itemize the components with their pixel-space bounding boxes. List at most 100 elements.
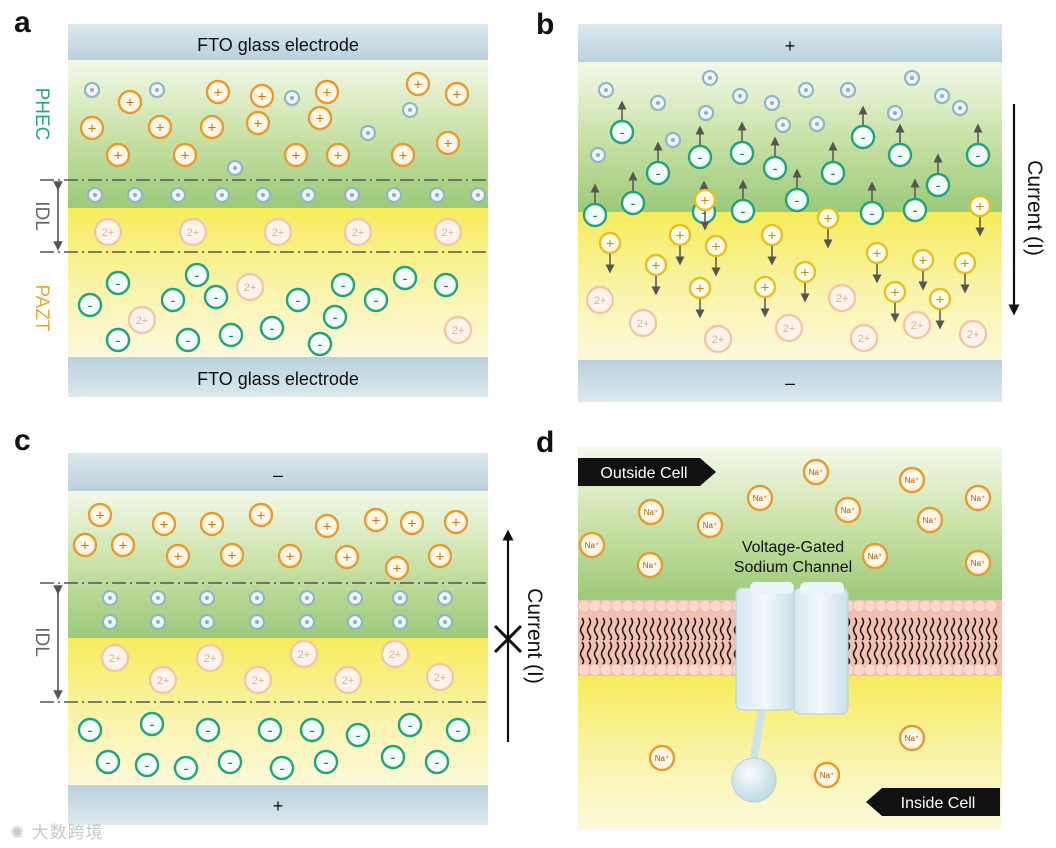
neutral-ion xyxy=(731,87,749,105)
cation-ion: + xyxy=(314,513,340,539)
svg-text:-: - xyxy=(318,336,323,353)
svg-text:Na⁺: Na⁺ xyxy=(753,494,767,503)
ycation-ion: + xyxy=(968,194,992,237)
svg-text:-: - xyxy=(620,124,625,141)
svg-text:+: + xyxy=(919,252,928,269)
neutral-ion xyxy=(839,81,857,99)
neutral-ion xyxy=(774,116,792,134)
svg-text:-: - xyxy=(913,202,918,219)
positive-electrode-label: + xyxy=(273,796,284,816)
panel-a-ions: +++++++++++++++++2+2+2+2+2+2+2+2+-------… xyxy=(77,71,487,357)
svg-text:+: + xyxy=(399,147,408,164)
neutral-ion xyxy=(248,613,266,631)
ycation-ion: + xyxy=(753,275,777,318)
svg-text:Na⁺: Na⁺ xyxy=(820,771,834,780)
panel-c: – + IDL Current (I) ++++++++++++++++2+2+… xyxy=(31,453,546,825)
neutral-ion xyxy=(391,613,409,631)
cation-ion: + xyxy=(249,83,275,109)
cation-ion: + xyxy=(435,130,461,156)
svg-text:+: + xyxy=(976,198,985,215)
sodium-ion: Na⁺ xyxy=(802,458,830,486)
cation-ion: + xyxy=(443,509,469,535)
divalent-ion: 2+ xyxy=(902,310,932,340)
neutral-ion xyxy=(254,186,272,204)
top-electrode xyxy=(68,453,488,491)
neutral-ion xyxy=(346,589,364,607)
svg-text:-: - xyxy=(356,727,361,744)
svg-text:-: - xyxy=(374,292,379,309)
neutral-ion xyxy=(213,186,231,204)
divalent-ion: 2+ xyxy=(343,217,373,247)
sodium-channel-icon xyxy=(731,582,849,803)
svg-text:-: - xyxy=(773,160,778,177)
bottom-electrode xyxy=(68,785,488,825)
svg-text:-: - xyxy=(228,754,233,771)
neutral-ion xyxy=(428,186,446,204)
svg-text:-: - xyxy=(106,754,111,771)
neutral-ion xyxy=(436,589,454,607)
ycation-ion: + xyxy=(644,253,668,296)
anion-ion: - xyxy=(203,284,229,310)
svg-text:+: + xyxy=(824,210,833,227)
anion-ion: - xyxy=(105,270,131,296)
svg-text:-: - xyxy=(936,177,941,194)
svg-text:2+: 2+ xyxy=(836,293,849,305)
svg-text:-: - xyxy=(741,203,746,220)
svg-text:-: - xyxy=(702,204,707,221)
cation-ion: + xyxy=(334,544,360,570)
cation-ion: + xyxy=(307,105,333,131)
anion-ion: - xyxy=(173,755,199,781)
divalent-ion: 2+ xyxy=(263,217,293,247)
sodium-ion: Na⁺ xyxy=(916,506,944,534)
neutral-ion xyxy=(649,94,667,112)
anion-ion: - xyxy=(195,717,221,743)
inside-cell-tag xyxy=(866,788,1000,816)
svg-text:-: - xyxy=(435,754,440,771)
svg-text:2+: 2+ xyxy=(109,653,122,665)
svg-text:-: - xyxy=(88,297,93,314)
svg-text:-: - xyxy=(976,147,981,164)
neutral-ion xyxy=(198,589,216,607)
svg-text:-: - xyxy=(184,760,189,777)
svg-text:Na⁺: Na⁺ xyxy=(923,516,937,525)
svg-text:+: + xyxy=(696,280,705,297)
divalent-ion: 2+ xyxy=(774,313,804,343)
anion-ion: - xyxy=(609,100,635,145)
anion-ion: - xyxy=(139,711,165,737)
svg-text:-: - xyxy=(444,277,449,294)
svg-text:2+: 2+ xyxy=(452,325,465,337)
svg-text:Na⁺: Na⁺ xyxy=(971,494,985,503)
divalent-ion: 2+ xyxy=(100,643,130,673)
outside-cell-label: Outside Cell xyxy=(600,465,687,482)
anion-ion: - xyxy=(730,179,756,224)
svg-text:-: - xyxy=(150,716,155,733)
neutral-ion xyxy=(299,186,317,204)
cation-ion: + xyxy=(405,71,431,97)
ycation-ion: + xyxy=(668,223,692,266)
sodium-ion: Na⁺ xyxy=(813,761,841,789)
ycation-ion: + xyxy=(693,188,717,231)
cation-ion: + xyxy=(277,543,303,569)
panel-a-letter: a xyxy=(14,6,31,39)
svg-text:-: - xyxy=(456,722,461,739)
divalent-ion: 2+ xyxy=(195,643,225,673)
sodium-ion: Na⁺ xyxy=(898,724,926,752)
watermark-text: 大数跨境 xyxy=(31,823,104,843)
anion-ion: - xyxy=(307,331,333,357)
cation-ion: + xyxy=(199,511,225,537)
anion-ion: - xyxy=(645,141,671,186)
svg-text:-: - xyxy=(333,309,338,326)
neutral-ion xyxy=(589,146,607,164)
cation-ion: + xyxy=(248,502,274,528)
anion-ion: - xyxy=(582,183,608,228)
neutral-ion xyxy=(391,589,409,607)
svg-text:-: - xyxy=(698,149,703,166)
green-layer xyxy=(68,488,488,638)
svg-text:-: - xyxy=(631,195,636,212)
neutral-ion xyxy=(697,104,715,122)
divalent-ion: 2+ xyxy=(585,285,615,315)
sodium-ion: Na⁺ xyxy=(834,496,862,524)
neutral-ion xyxy=(933,87,951,105)
blocked-cross-icon xyxy=(493,624,523,654)
sodium-ion: Na⁺ xyxy=(578,531,606,559)
